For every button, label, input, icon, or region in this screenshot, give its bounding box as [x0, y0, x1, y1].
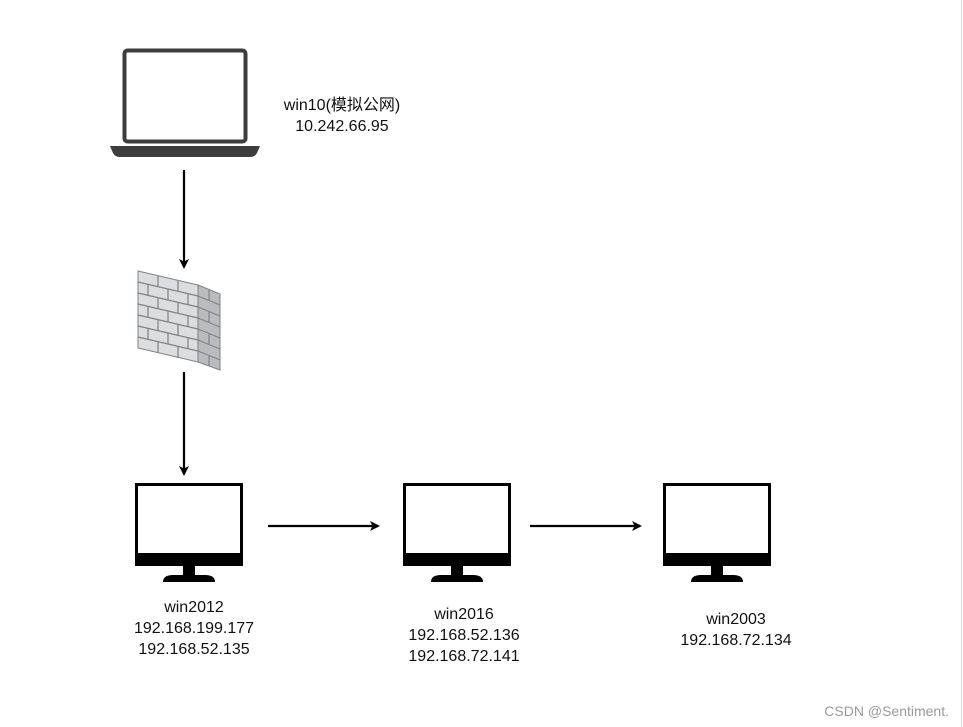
node-ip: 192.168.199.177 [133, 620, 255, 637]
firewall-icon [137, 270, 221, 371]
node-ip: 192.168.72.141 [408, 648, 520, 665]
node-ip: 10.242.66.95 [295, 118, 389, 135]
node-ip: 192.168.72.134 [680, 632, 792, 649]
node-label-win2016: win2016 192.168.52.136 192.168.72.141 [389, 604, 539, 667]
node-label-win10: win10(模拟公网) 10.242.66.95 [276, 95, 408, 137]
page-right-border [961, 0, 962, 727]
laptop-icon [110, 48, 260, 157]
node-name: win10(模拟公网) [283, 97, 401, 114]
node-label-win2003: win2003 192.168.72.134 [661, 609, 811, 651]
node-label-win2012: win2012 192.168.199.177 192.168.52.135 [119, 597, 269, 660]
monitor-icon [135, 483, 243, 582]
monitor-icon [663, 483, 771, 582]
node-ip: 192.168.52.136 [408, 627, 520, 644]
watermark: CSDN @Sentiment. [824, 703, 949, 719]
node-name: win2016 [434, 606, 494, 623]
monitor-icon [403, 483, 511, 582]
node-name: win2003 [706, 611, 766, 628]
node-name: win2012 [164, 599, 224, 616]
node-ip: 192.168.52.135 [138, 641, 250, 658]
